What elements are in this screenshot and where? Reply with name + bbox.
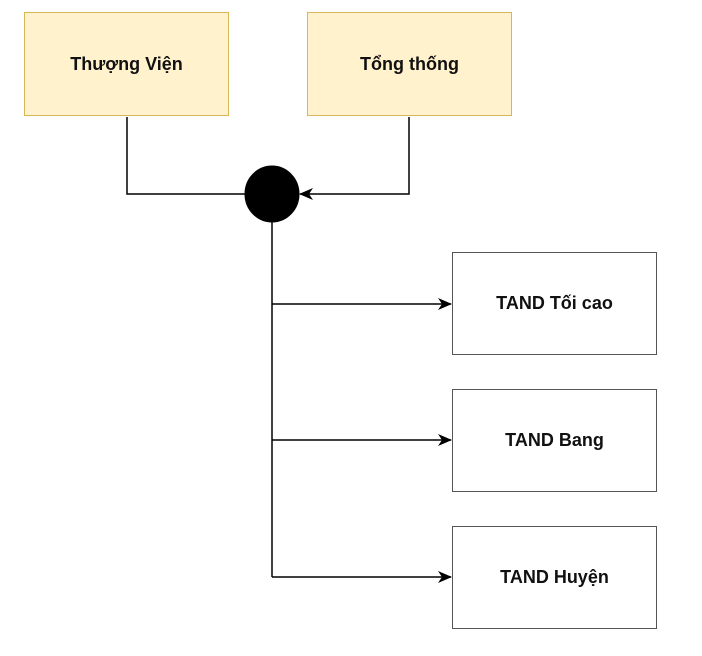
node-tand-bang: TAND Bang <box>452 389 657 492</box>
node-thuong-vien: Thượng Viện <box>24 12 229 116</box>
junction-node <box>244 165 300 223</box>
node-thuong-vien-label: Thượng Viện <box>70 53 183 74</box>
edge-thuong-vien-to-junction <box>126 117 259 200</box>
node-tand-toi-cao-label: TAND Tối cao <box>496 293 613 313</box>
node-tong-thong: Tổng thống <box>307 12 512 116</box>
node-tong-thong-label: Tổng thống <box>360 53 459 74</box>
edge-tong-thong-to-junction <box>299 117 410 200</box>
node-tand-bang-label: TAND Bang <box>505 430 604 450</box>
node-tand-huyen-label: TAND Huyện <box>500 567 609 587</box>
node-tand-toi-cao: TAND Tối cao <box>452 252 657 355</box>
node-tand-huyen: TAND Huyện <box>452 526 657 629</box>
